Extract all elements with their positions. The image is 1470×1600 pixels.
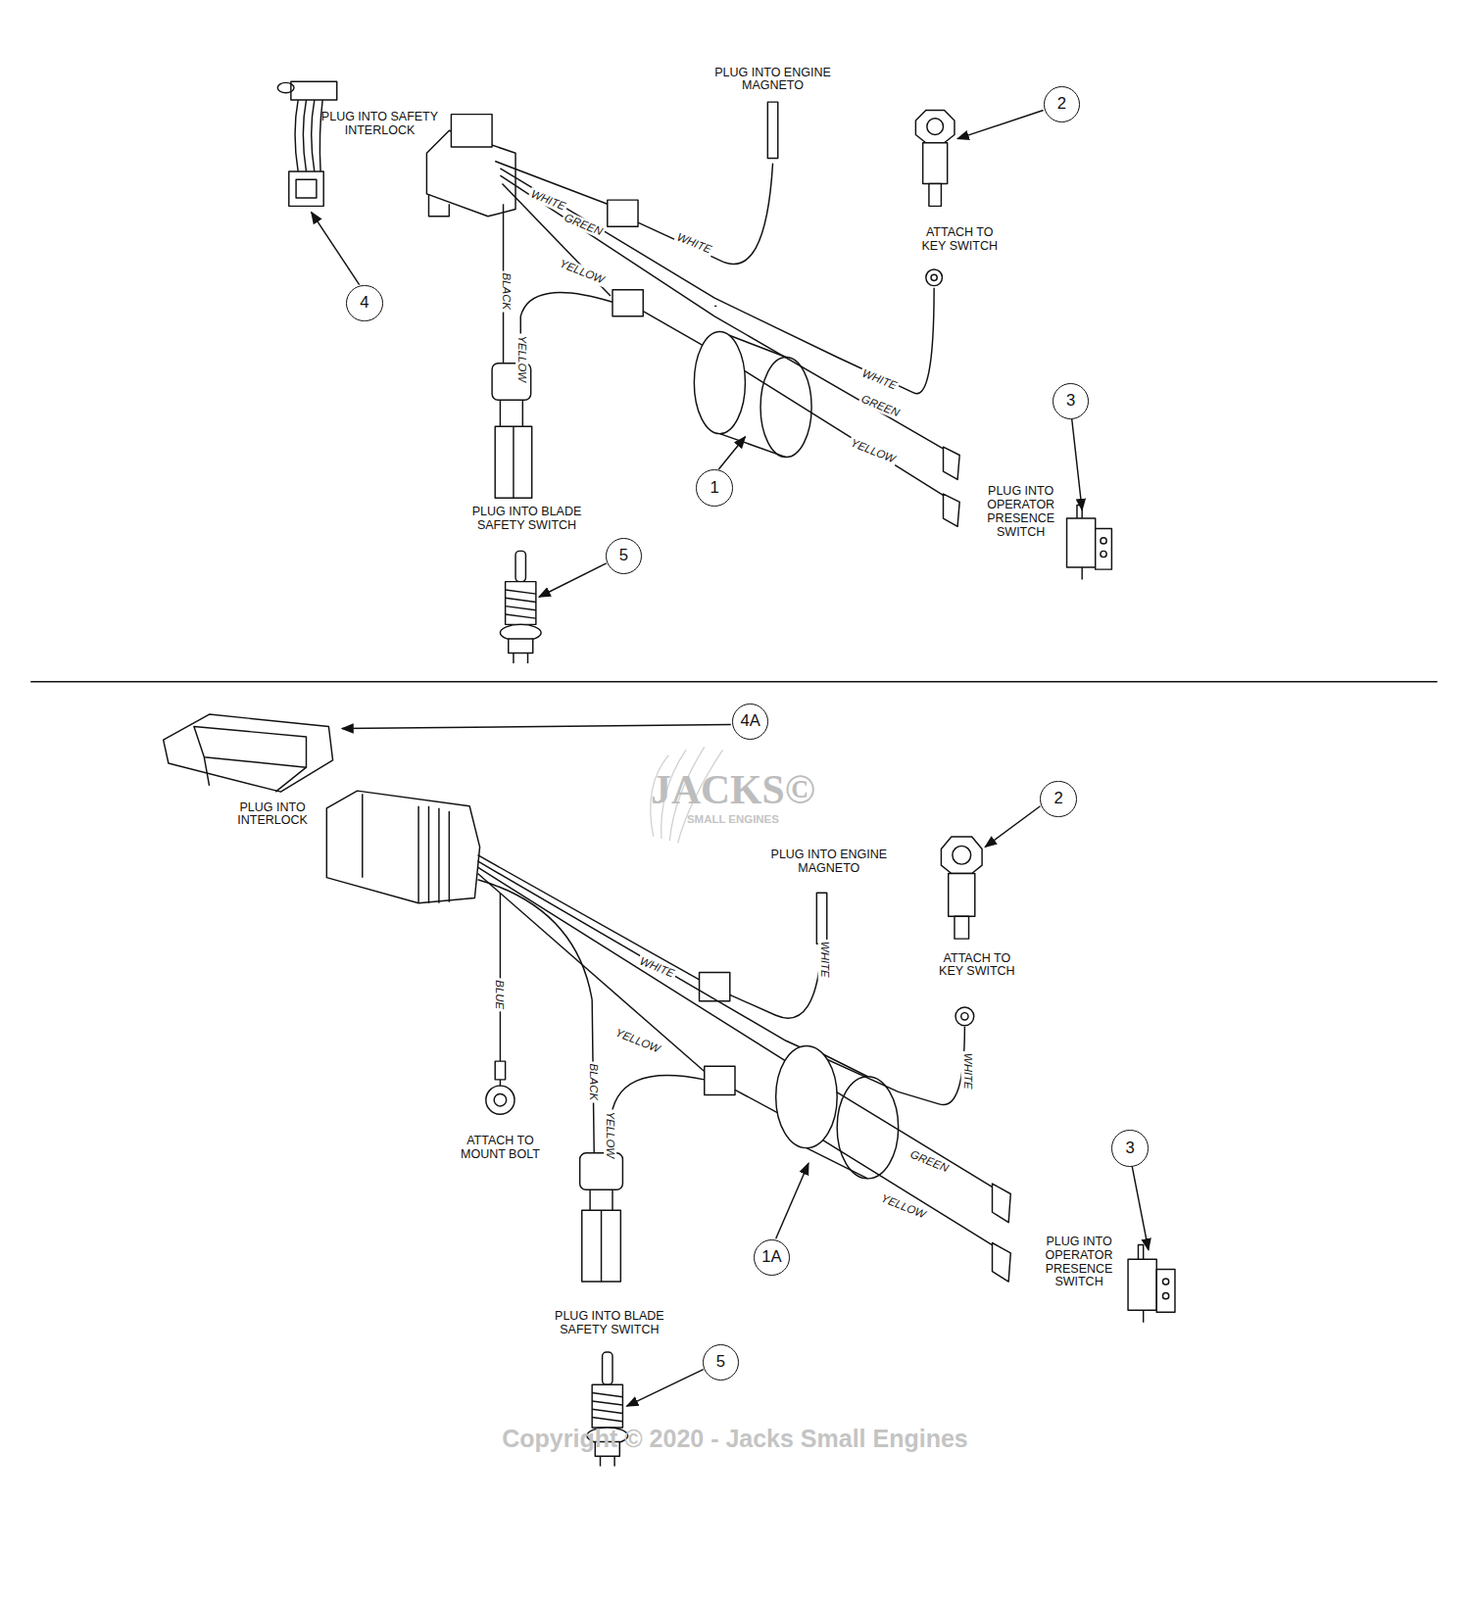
part-label: PLUG INTO OPERATOR PRESENCE SWITCH [979,485,1063,539]
part-label: PLUG INTO SAFETY INTERLOCK [308,110,452,139]
wire-color-label: YELLOW [555,256,608,288]
callout-number: 1 [710,480,720,497]
wire-color-label: WHITE [527,187,570,214]
wire-color-label: YELLOW [612,1026,665,1057]
wire-color-label: WHITE [818,939,832,980]
callout-number: 4A [739,713,760,731]
callout-circle: 2 [1039,781,1078,819]
wire-color-label: WHITE [673,229,716,256]
callout-number: 2 [1054,790,1064,808]
part-label: PLUG INTO BLADE SAFETY SWITCH [468,505,587,534]
callout-number: 3 [1125,1140,1134,1158]
callout-circle: 3 [1111,1129,1149,1168]
callout-circle: 1A [753,1239,791,1277]
callout-circle: 2 [1043,86,1081,124]
part-label: ATTACH TO KEY SWITCH [912,226,1007,254]
callout-number: 4 [359,294,369,312]
wire-color-label: WHITE [859,366,902,393]
part-label: PLUG INTO ENGINE MAGNETO [762,848,895,877]
callout-circle: 4 [345,285,384,323]
wire-color-label: WHITE [961,1051,975,1092]
callout-circle: 1 [695,469,734,507]
wire-color-label: YELLOW [604,1109,618,1161]
watermark: SMALL ENGINES [686,813,780,827]
wire-color-label: BLACK [499,270,513,312]
part-label: PLUG INTO INTERLOCK [225,801,320,830]
watermark: JACKS© [650,768,816,814]
callout-number: 2 [1057,96,1067,113]
callout-circle: 5 [605,538,643,576]
wire-color-label: GREEN [857,392,903,420]
callout-circle: 4A [732,703,770,741]
callout-number: 1A [761,1249,782,1267]
wire-color-label: YELLOW [516,334,530,386]
wire-color-label: GREEN [561,210,607,239]
callout-number: 5 [619,547,629,565]
part-label: ATTACH TO KEY SWITCH [930,952,1025,980]
part-label: PLUG INTO BLADE SAFETY SWITCH [550,1310,669,1338]
wire-color-label: GREEN [906,1147,952,1176]
callout-circle: 5 [702,1344,740,1382]
callout-number: 3 [1066,392,1076,410]
callout-number: 5 [716,1354,726,1372]
part-label: ATTACH TO MOUNT BOLT [451,1134,549,1163]
wire-color-label: BLACK [588,1061,601,1103]
watermark: Copyright © 2020 - Jacks Small Engines [501,1425,969,1454]
wire-color-label: YELLOW [846,436,899,467]
part-label: PLUG INTO ENGINE MAGNETO [706,66,839,95]
wire-color-label: WHITE [637,954,680,981]
part-label: PLUG INTO OPERATOR PRESENCE SWITCH [1036,1235,1121,1290]
callout-circle: 3 [1052,383,1090,421]
wire-color-label: YELLOW [878,1191,931,1223]
wire-color-label: BLUE [493,979,507,1013]
